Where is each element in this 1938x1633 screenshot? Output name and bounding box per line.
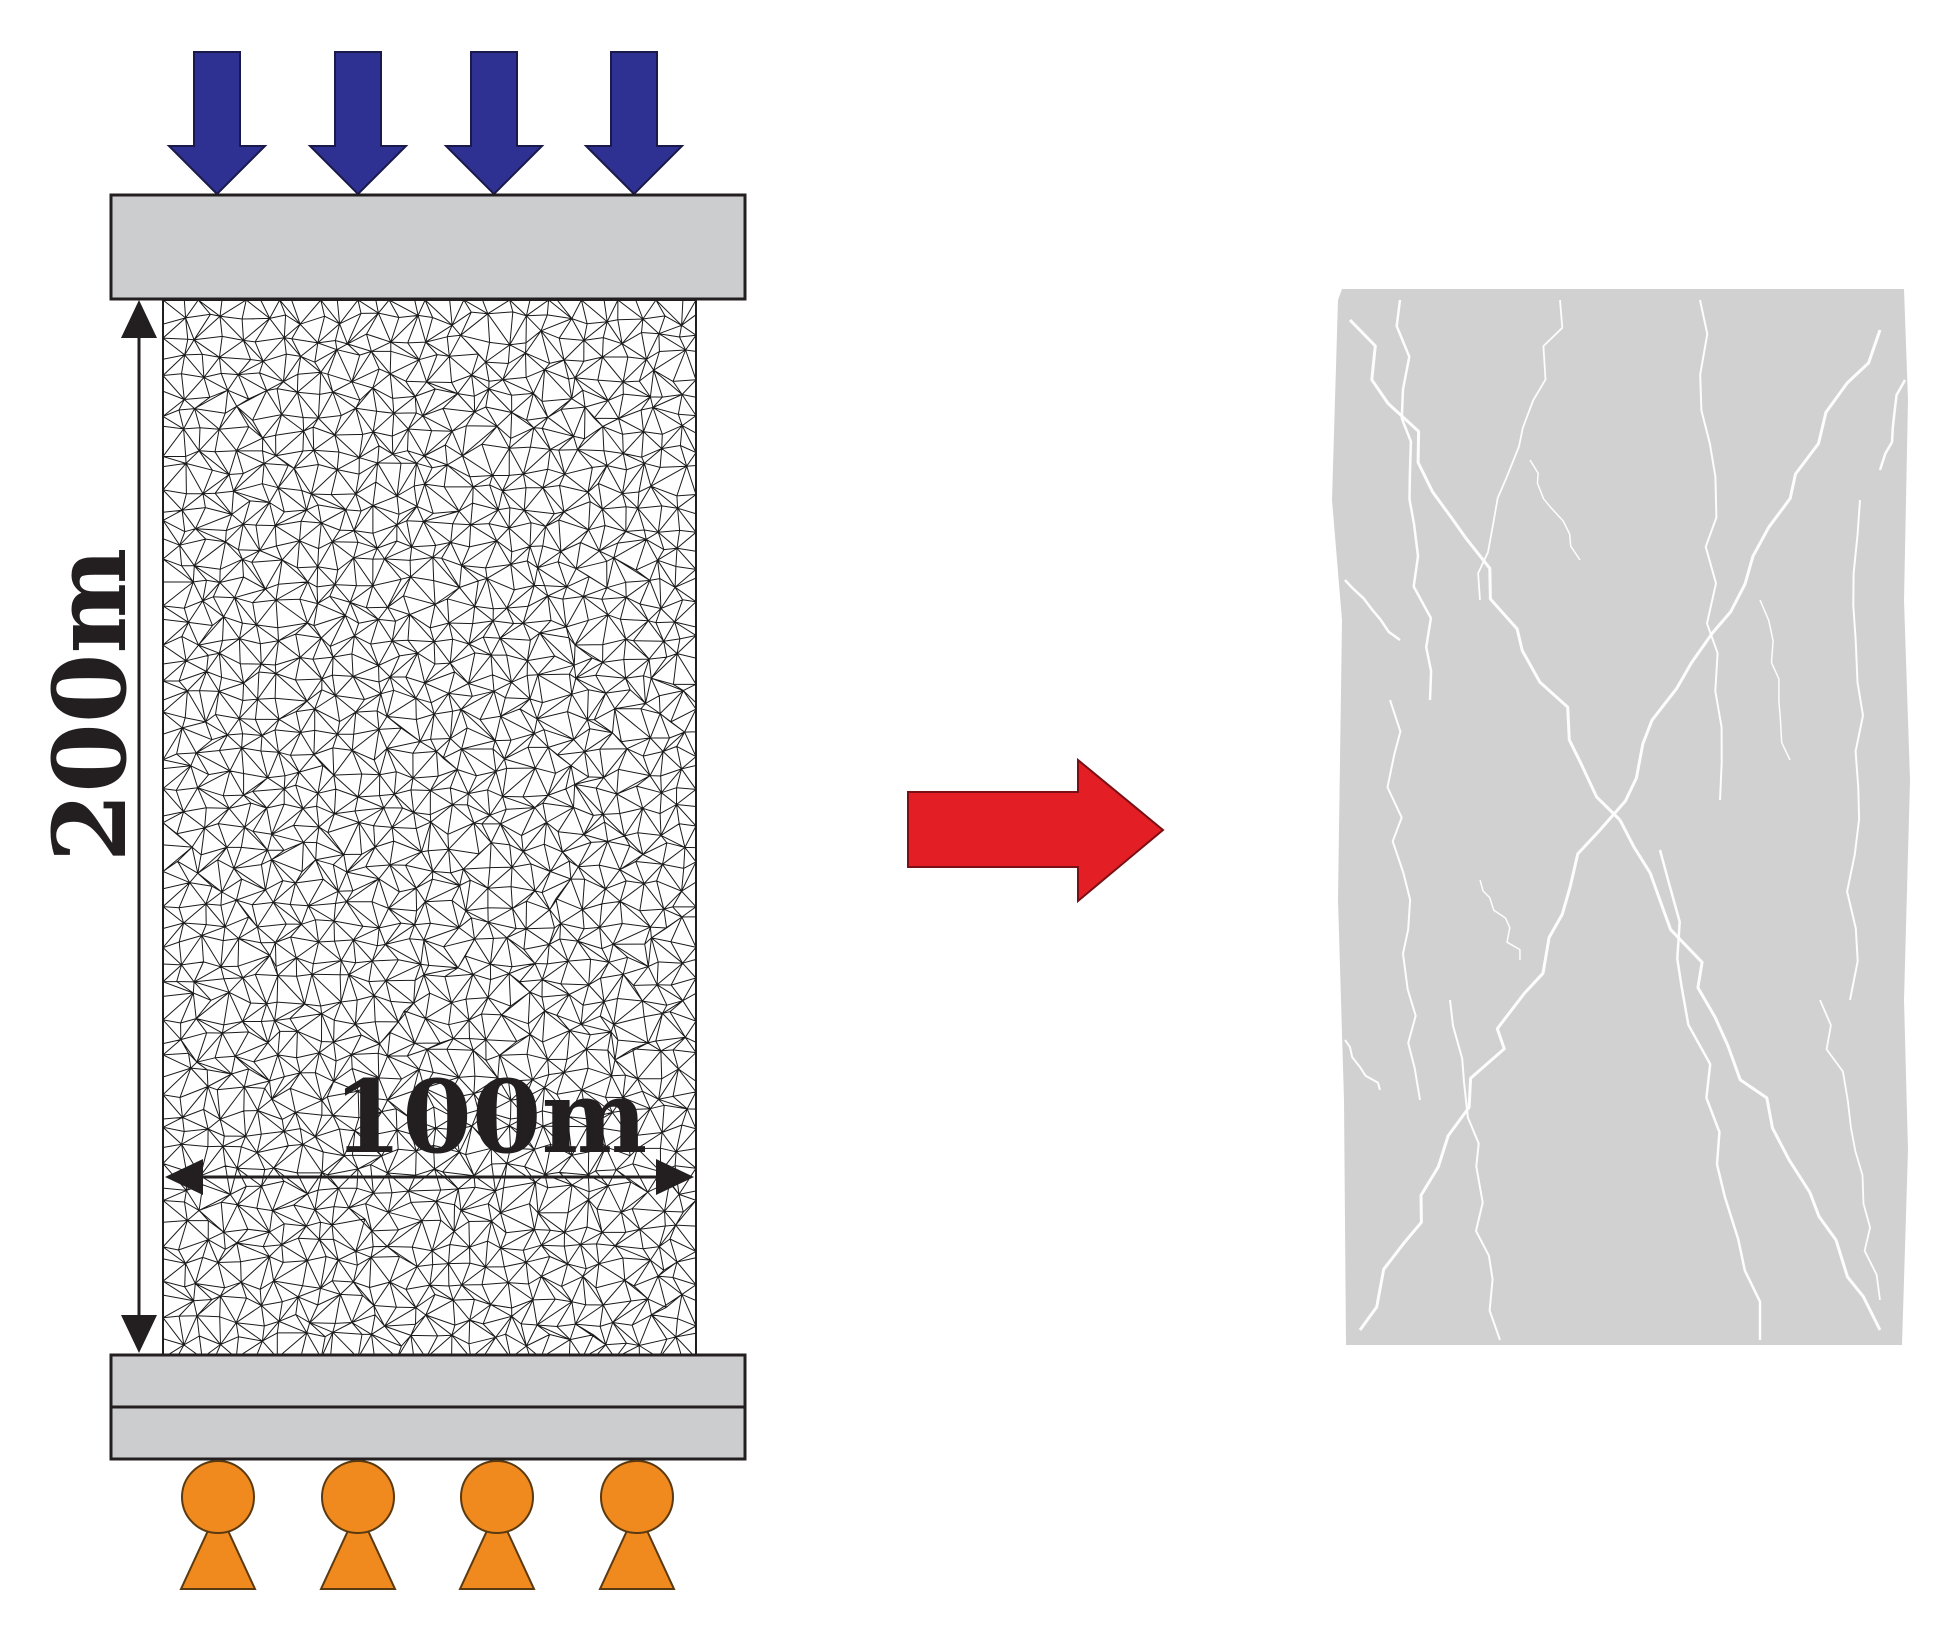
dim-arrowhead-down-icon	[121, 1315, 157, 1353]
down-arrow-icon	[166, 51, 268, 196]
roller-supports	[179, 1460, 676, 1590]
dim-arrowhead-right-icon	[656, 1159, 694, 1195]
meshed-specimen	[162, 299, 697, 1359]
down-arrow-icon	[583, 51, 685, 196]
bottom-platen-upper	[109, 1353, 747, 1409]
height-dimension: 200m	[31, 300, 157, 1353]
width-dimension: 100m	[165, 1058, 694, 1195]
roller-support-icon	[179, 1460, 257, 1590]
dim-arrowhead-left-icon	[165, 1159, 203, 1195]
right-arrow-icon	[907, 757, 1165, 904]
top-platen	[109, 193, 747, 301]
height-label: 200m	[31, 548, 149, 863]
down-arrow-icon	[307, 51, 409, 196]
triangle-mesh	[163, 300, 696, 1358]
width-label: 100m	[333, 1058, 648, 1176]
down-arrow-icon	[443, 51, 545, 196]
roller-support-icon	[319, 1460, 397, 1590]
load-arrows	[166, 51, 685, 196]
roller-support-icon	[598, 1460, 676, 1590]
roller-support-icon	[458, 1460, 536, 1590]
dim-arrowhead-up-icon	[121, 300, 157, 338]
bottom-platen-lower	[109, 1405, 747, 1461]
crack-pattern	[1344, 299, 1907, 1341]
failed-specimen	[1332, 289, 1910, 1345]
